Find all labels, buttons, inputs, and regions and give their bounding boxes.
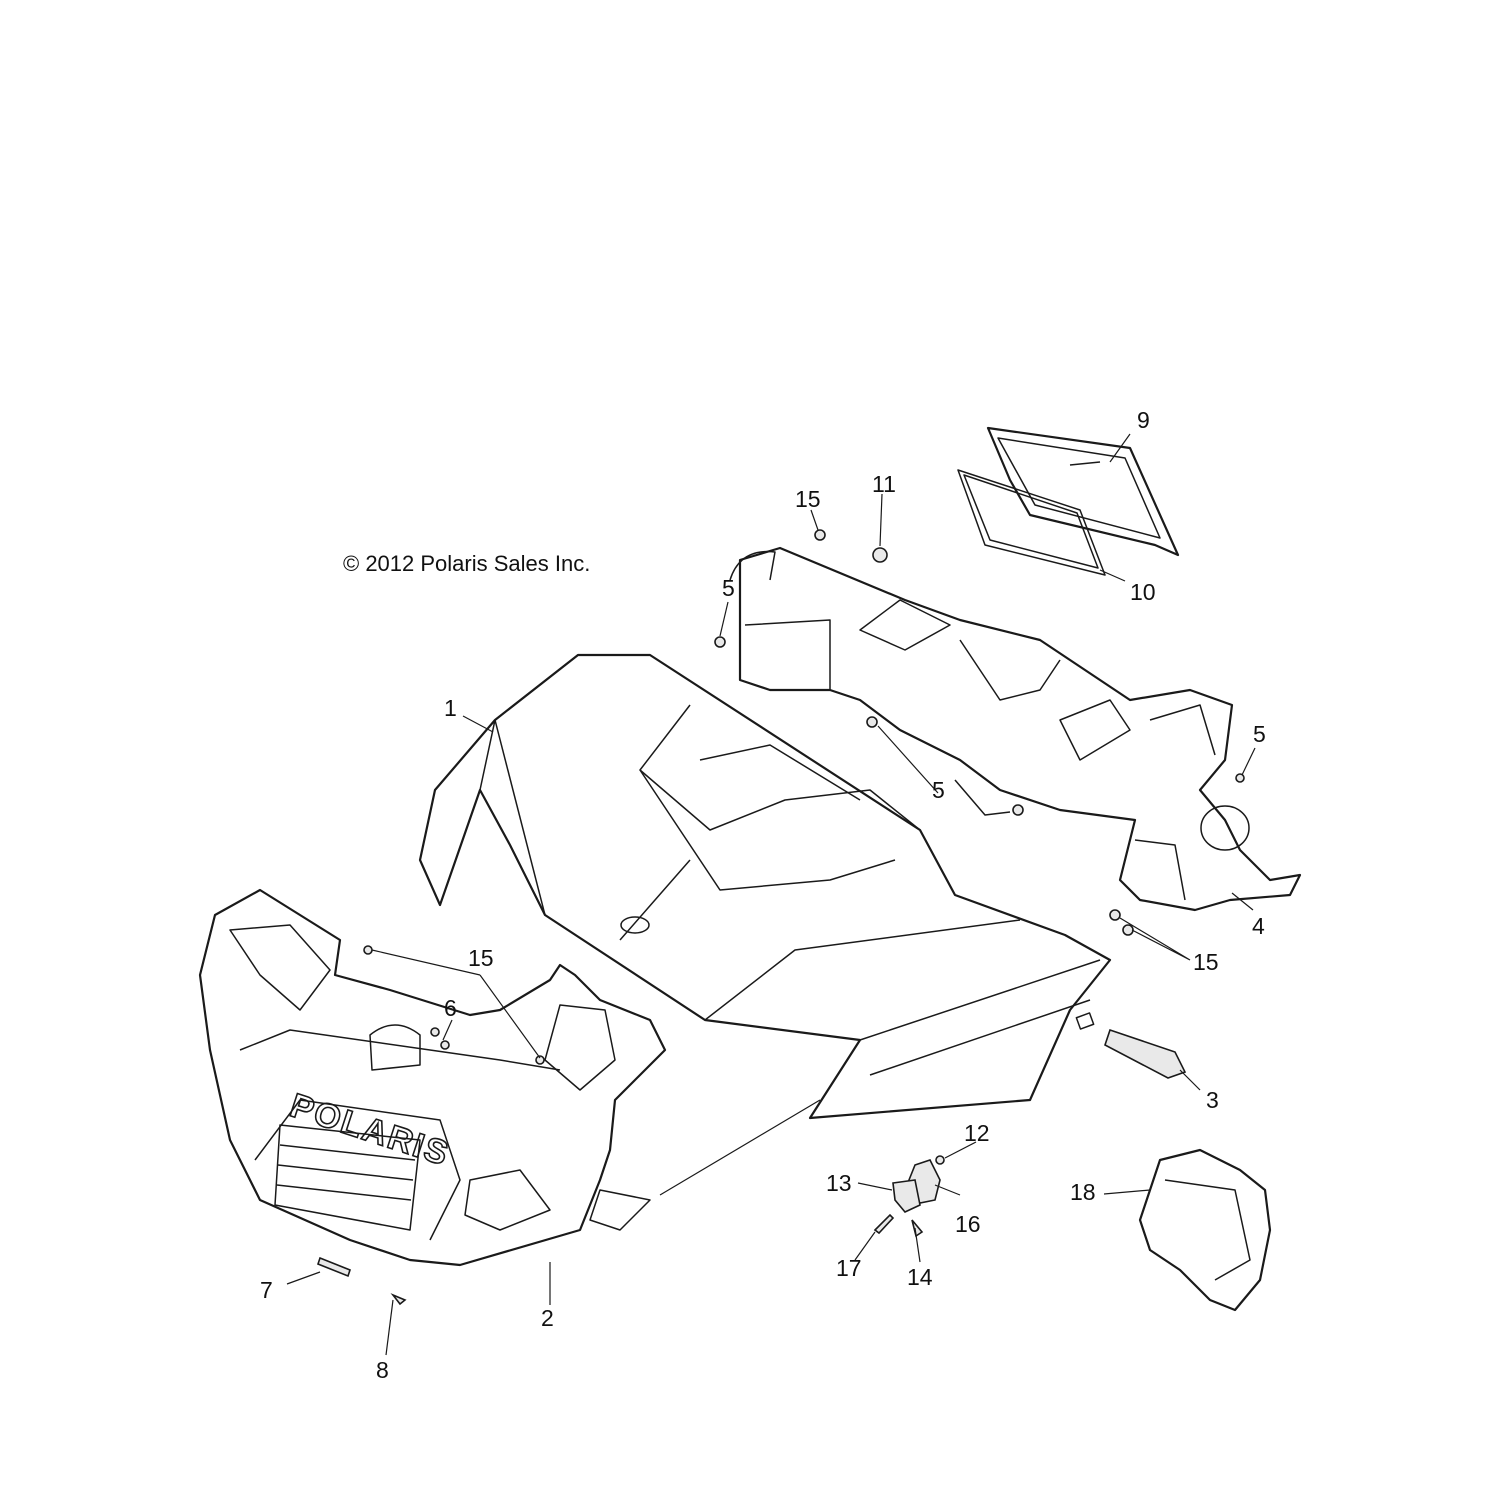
callout-9: 9 [1137, 407, 1150, 433]
callout-13: 13 [826, 1170, 852, 1196]
callout-18: 18 [1070, 1179, 1096, 1205]
callout-3: 3 [1206, 1087, 1219, 1113]
part-gasket [957, 469, 1106, 576]
callout-5-right: 5 [1253, 721, 1266, 747]
fastener-hardware [317, 529, 1245, 1306]
callout-5-middle: 5 [932, 777, 945, 803]
callout-1: 1 [444, 695, 457, 721]
callout-7: 7 [260, 1277, 273, 1303]
callout-4: 4 [1252, 913, 1265, 939]
callout-8: 8 [376, 1357, 389, 1383]
callout-16: 16 [955, 1211, 981, 1237]
callout-labels: 1 2 3 4 5 5 5 6 7 8 9 10 11 12 13 14 15 … [260, 407, 1266, 1383]
callout-10: 10 [1130, 579, 1156, 605]
callout-6: 6 [444, 995, 457, 1021]
callout-2: 2 [541, 1305, 554, 1331]
leader-lines [286, 433, 1256, 1356]
copyright-notice: © 2012 Polaris Sales Inc. [343, 551, 590, 576]
part-glovebox-lid [986, 426, 1180, 557]
part-bracket [892, 1179, 921, 1213]
callout-15-right: 15 [1193, 949, 1219, 975]
part-hood [418, 653, 1112, 1120]
part-front-fascia: POLARIS [198, 888, 667, 1267]
callout-12: 12 [964, 1120, 990, 1146]
callout-15-left: 15 [468, 945, 494, 971]
callout-15-top: 15 [795, 486, 821, 512]
callout-11: 11 [872, 471, 896, 497]
part-side-cover [1138, 1148, 1272, 1312]
part-dash-panel [729, 546, 1302, 912]
callout-5-upper: 5 [722, 575, 735, 601]
part-grip-handle [1104, 1028, 1187, 1079]
callout-17: 17 [836, 1255, 862, 1281]
callout-14: 14 [907, 1264, 933, 1290]
